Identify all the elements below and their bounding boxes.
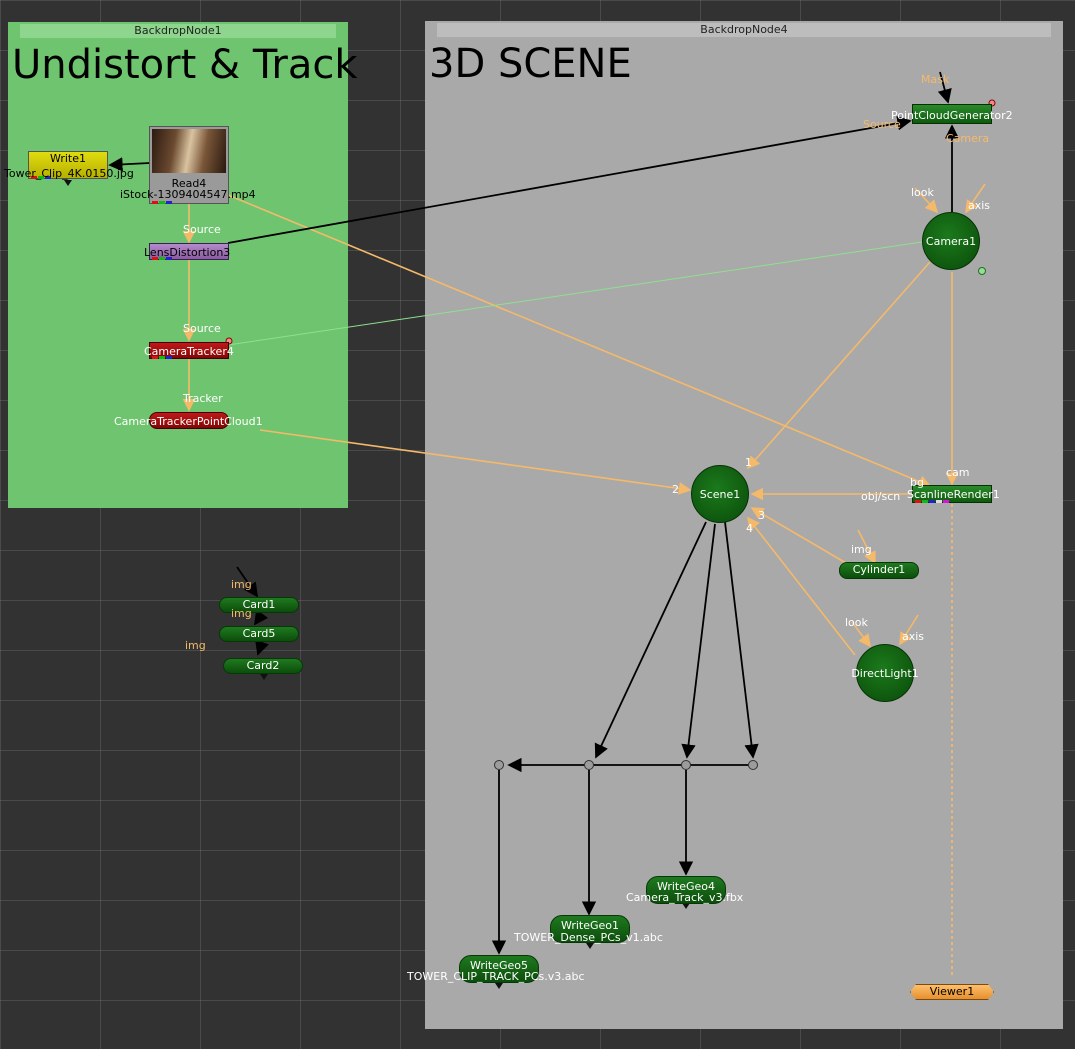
writegeo5-file-label: TOWER_CLIP_TRACK_PCs.v3.abc: [407, 970, 585, 983]
lensdistortion3-node[interactable]: LensDistortion3: [144, 243, 230, 260]
write1-file-label: Tower_Clip_4K.0150.jpg: [4, 167, 134, 180]
scene1-node[interactable]: Scene1: [691, 465, 749, 523]
backdrop-heading: Undistort & Track: [12, 42, 358, 88]
node-name: ScanlineRender1: [907, 488, 1000, 501]
channel-swatches: [152, 356, 172, 359]
node-name: PointCloudGenerator2: [891, 109, 1013, 122]
camera1-node[interactable]: Camera1: [922, 212, 980, 270]
node-name: LensDistortion3: [144, 246, 231, 259]
writegeo4-node[interactable]: WriteGeo4: [646, 876, 726, 904]
input-label-img: img: [231, 607, 252, 620]
input-label-source: Source: [183, 322, 221, 335]
channel-swatches: [31, 176, 51, 179]
node-name: DirectLight1: [851, 666, 919, 680]
read4-file-label: iStock-1309404547.mp4: [120, 188, 256, 201]
channel-swatches: [152, 257, 172, 260]
dot-node[interactable]: [748, 760, 758, 770]
input-label-img: img: [851, 543, 872, 556]
writegeo1-file-label: TOWER_Dense_PCs_v1.abc: [514, 931, 663, 944]
input-number-label: 1: [745, 456, 752, 469]
cameratracker4-node[interactable]: CameraTracker4: [144, 342, 234, 359]
cylinder1-node[interactable]: Cylinder1: [839, 562, 919, 579]
input-label-look: look: [911, 186, 934, 199]
input-label-img: img: [185, 639, 206, 652]
input-label-source: Source: [863, 118, 901, 131]
input-label-mask: Mask: [921, 73, 950, 86]
card5-node[interactable]: Card5: [219, 626, 299, 642]
dot-node[interactable]: [584, 760, 594, 770]
backdrop-heading: 3D SCENE: [429, 41, 632, 87]
input-label-look: look: [845, 616, 868, 629]
input-label-bg: bg: [910, 476, 924, 489]
channel-swatches: [915, 500, 949, 503]
thumbnail-image: [152, 129, 226, 173]
directlight1-node[interactable]: DirectLight1: [851, 644, 919, 702]
node-name: Read4: [171, 177, 207, 190]
read4-node[interactable]: Read4: [149, 126, 229, 204]
backdrop-3d-scene[interactable]: BackdropNode4 3D SCENE: [425, 21, 1063, 1029]
node-name: Card5: [242, 627, 276, 640]
input-label-camera: Camera: [946, 132, 990, 145]
pointcloudgenerator2-node[interactable]: PointCloudGenerator2: [891, 104, 1013, 124]
node-name: WriteGeo1: [560, 919, 620, 932]
backdrop-title: BackdropNode1: [20, 24, 336, 38]
input-label-tracker: Tracker: [183, 392, 223, 405]
dot-node[interactable]: [681, 760, 691, 770]
input-label-img: img: [231, 578, 252, 591]
node-name: Scene1: [699, 487, 741, 501]
dot-node[interactable]: [494, 760, 504, 770]
input-label-axis: axis: [902, 630, 925, 643]
writegeo4-file-label: Camera_Track_v3.fbx: [626, 891, 744, 904]
cameratrackerpointcloud1-node[interactable]: CameraTrackerPointCloud1: [114, 412, 263, 429]
backdrop-title: BackdropNode4: [437, 23, 1051, 37]
writegeo1-node[interactable]: WriteGeo1: [550, 915, 630, 943]
input-number-label: 2: [672, 483, 679, 496]
scanlinerender1-node[interactable]: ScanlineRender1: [907, 485, 1000, 503]
write1-node[interactable]: Write1: [28, 151, 108, 179]
node-name: Cylinder1: [852, 563, 906, 576]
input-label-axis: axis: [968, 199, 991, 212]
node-name: WriteGeo5: [469, 959, 529, 972]
input-label-obj-scn: obj/scn: [861, 490, 901, 503]
node-name: CameraTrackerPointCloud1: [114, 415, 263, 428]
input-number-label: 4: [746, 522, 753, 535]
writegeo5-node[interactable]: WriteGeo5: [459, 955, 539, 983]
node-name: Viewer1: [929, 985, 975, 998]
card2-node[interactable]: Card2: [223, 658, 303, 674]
channel-swatches: [152, 201, 172, 204]
node-name: CameraTracker4: [144, 345, 234, 358]
input-label-source: Source: [183, 223, 221, 236]
node-name: Card1: [242, 598, 276, 611]
viewer1-node[interactable]: Viewer1: [910, 984, 994, 1000]
node-name: Card2: [246, 659, 280, 672]
node-name: Camera1: [925, 234, 977, 248]
node-name: WriteGeo4: [656, 880, 716, 893]
input-label-cam: cam: [946, 466, 970, 479]
card1-node[interactable]: Card1: [219, 597, 299, 613]
node-name: Write1: [49, 152, 87, 165]
input-number-label: 3: [758, 509, 765, 522]
